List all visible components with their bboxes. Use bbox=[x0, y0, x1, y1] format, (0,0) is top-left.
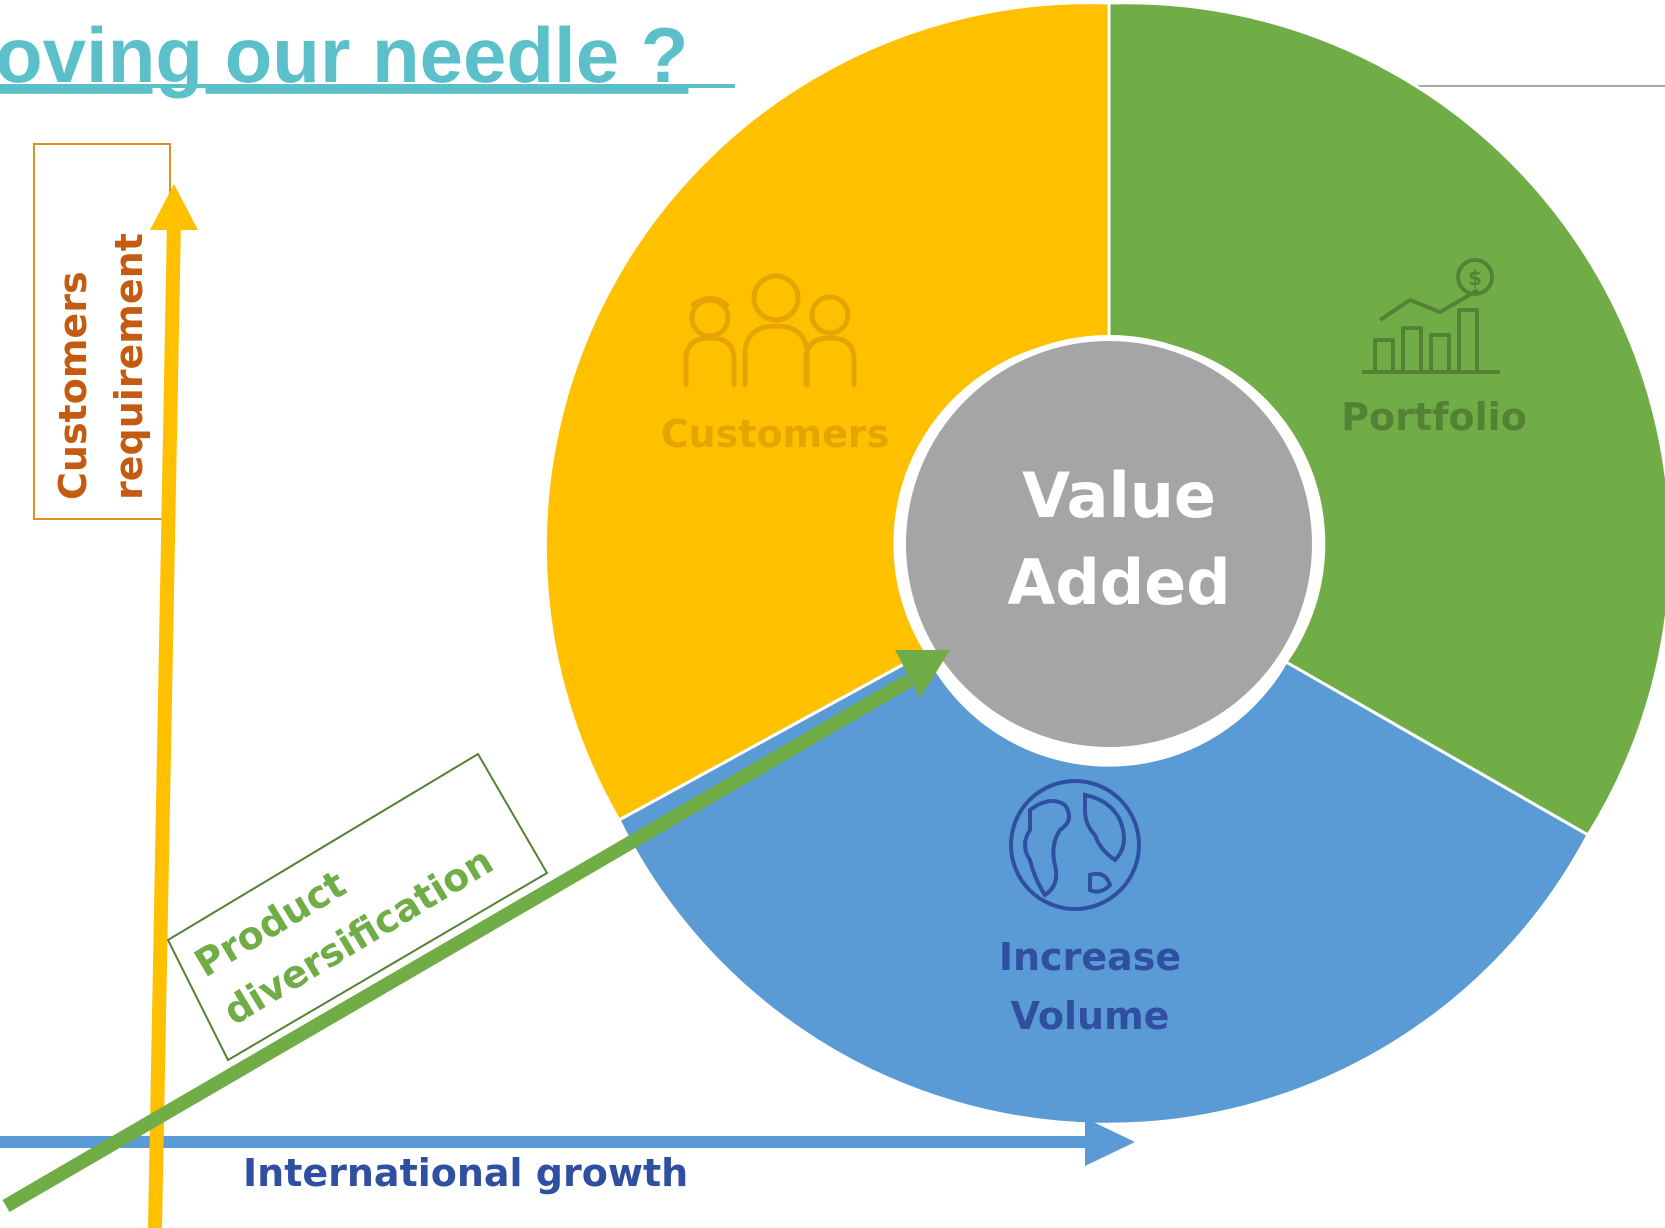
customers-requirement-label-line1: Customers bbox=[51, 271, 95, 500]
segment-label-volume-line1: Increase bbox=[999, 935, 1181, 979]
international-growth-label: International growth bbox=[243, 1151, 688, 1195]
segment-label-volume-line2: Volume bbox=[1011, 994, 1170, 1038]
segment-portfolio bbox=[1107, 1, 1665, 838]
international-growth-arrow bbox=[0, 1118, 1135, 1166]
svg-text:$: $ bbox=[1468, 266, 1482, 290]
center-value-added bbox=[900, 335, 1318, 753]
bar-chart-growth-icon: $ bbox=[1362, 258, 1500, 374]
people-group-icon bbox=[683, 273, 857, 388]
center-label-line2: Added bbox=[1007, 546, 1230, 619]
customers-requirement-arrow bbox=[148, 184, 198, 1228]
product-diversification-arrow bbox=[2, 650, 950, 1213]
globe-icon bbox=[1009, 779, 1141, 911]
value-wheel: Value Added bbox=[543, 1, 1665, 1126]
segment-label-portfolio: Portfolio bbox=[1341, 395, 1527, 439]
center-label-line1: Value bbox=[1022, 459, 1216, 532]
customers-requirement-label-line2: requirement bbox=[107, 233, 151, 500]
segment-customers bbox=[543, 1, 1111, 823]
segment-label-customers: Customers bbox=[661, 412, 890, 456]
product-diversification-box bbox=[166, 752, 549, 1062]
